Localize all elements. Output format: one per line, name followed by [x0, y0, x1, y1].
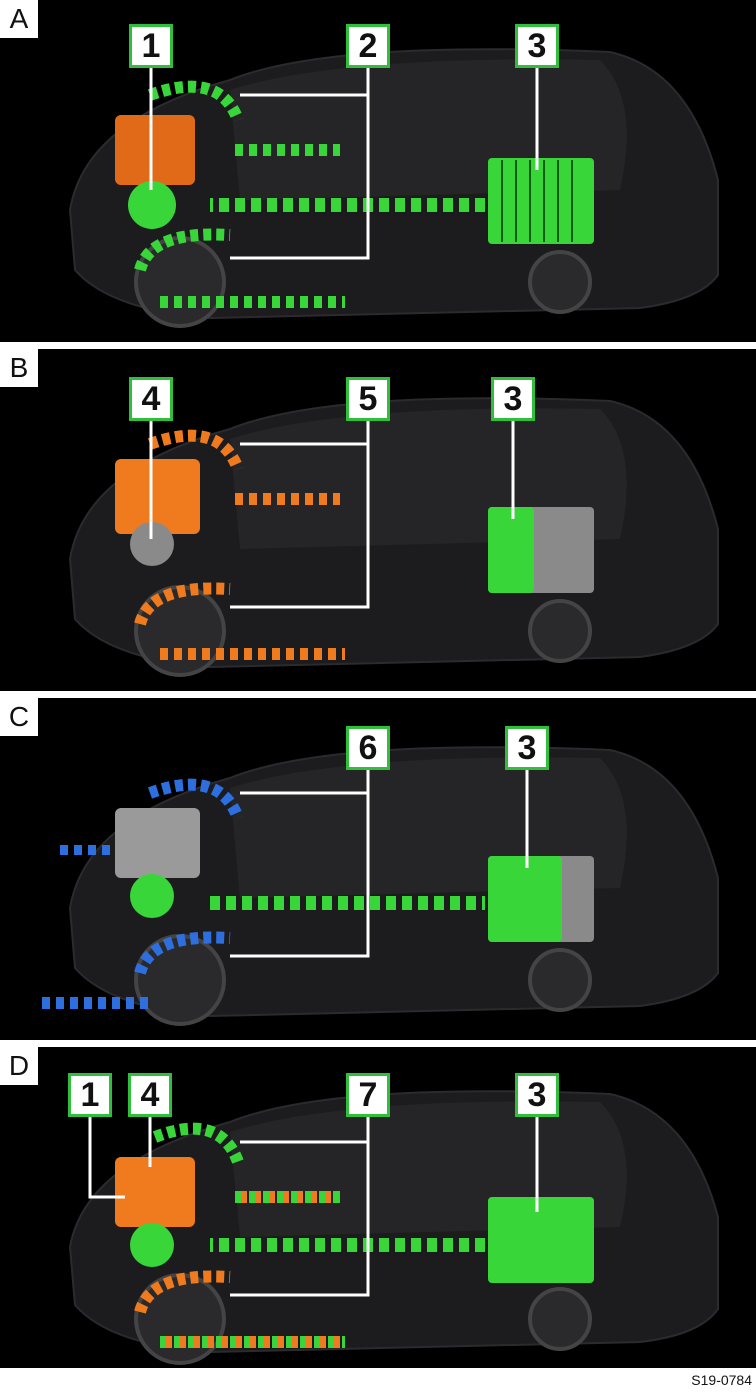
callout-marker: 7 [346, 1073, 390, 1117]
rear-wheel [528, 1287, 592, 1351]
flow-arc-top [152, 1122, 244, 1165]
engine [115, 1157, 195, 1227]
battery-charge [488, 507, 534, 593]
panel-letter: B [0, 349, 38, 387]
car-illustration [68, 1090, 719, 1365]
callout-marker: 1 [68, 1073, 112, 1117]
leader-lines [88, 1115, 539, 1297]
battery-cells [501, 160, 573, 242]
flow-arc-top [147, 778, 244, 821]
callout-marker: 4 [129, 377, 173, 421]
callout-marker: 1 [129, 24, 173, 68]
engine [115, 115, 195, 185]
leader-lines [149, 68, 539, 260]
rear-wheel [528, 948, 592, 1012]
figure-code: S19-0784 [691, 1372, 752, 1388]
rear-wheel [528, 599, 592, 663]
front-wheel [134, 934, 226, 1026]
flow-arc-wheel [134, 931, 231, 975]
flow-arc-wheel [134, 228, 231, 272]
panel-d: D 1 4 7 3 [0, 1047, 756, 1368]
callout-marker: 3 [515, 24, 559, 68]
engine [115, 808, 200, 878]
battery-charge [488, 856, 562, 942]
leader-lines [149, 417, 515, 609]
car-illustration [68, 48, 719, 328]
callout-marker: 3 [505, 726, 549, 770]
callout-marker: 6 [346, 726, 390, 770]
electric-motor [130, 874, 174, 918]
callout-marker: 2 [346, 24, 390, 68]
callout-marker: 3 [491, 377, 535, 421]
electric-motor [130, 1223, 174, 1267]
flow-arc-top [147, 429, 244, 472]
panel-letter: D [0, 1047, 38, 1085]
electric-motor [128, 181, 176, 229]
panel-b: B 4 5 3 [0, 349, 756, 691]
engine [115, 459, 200, 534]
flow-arc-wheel [134, 1270, 231, 1314]
panel-c: C 6 3 [0, 698, 756, 1040]
rear-wheel [528, 250, 592, 314]
callout-marker: 4 [128, 1073, 172, 1117]
panel-letter: C [0, 698, 38, 736]
front-wheel [134, 1273, 226, 1365]
panel-a: A 1 2 3 [0, 0, 756, 342]
electric-motor [130, 522, 174, 566]
battery [488, 1197, 594, 1283]
car-illustration [68, 397, 719, 677]
car-illustration [42, 746, 719, 1026]
leader-lines [230, 766, 529, 958]
panel-letter: A [0, 0, 38, 38]
flow-arc-top [147, 80, 244, 123]
callout-marker: 5 [346, 377, 390, 421]
callout-marker: 3 [515, 1073, 559, 1117]
front-wheel [134, 585, 226, 677]
flow-arc-wheel [134, 582, 231, 626]
battery [488, 158, 594, 244]
